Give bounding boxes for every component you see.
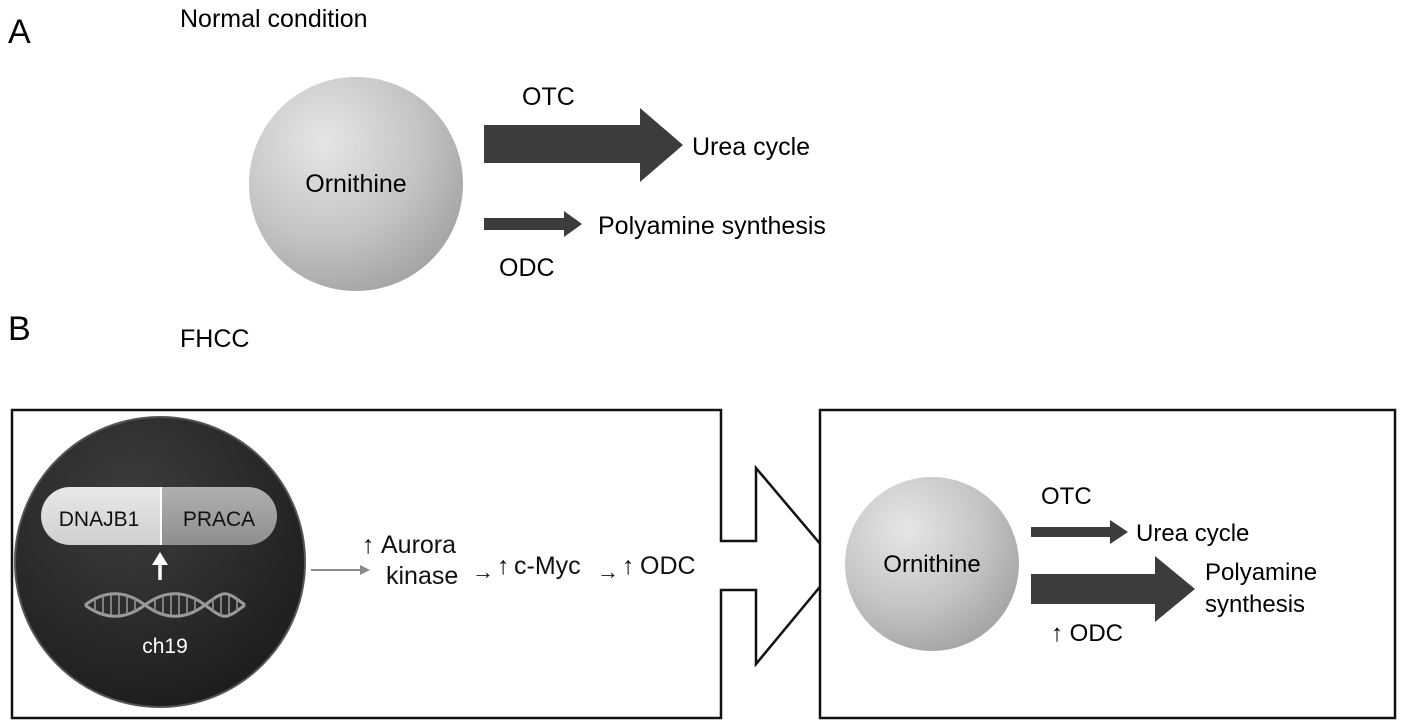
panel-a-heading: Normal condition bbox=[180, 5, 368, 33]
dnajb1-label: DNAJB1 bbox=[59, 508, 140, 531]
step-arrow-2: → bbox=[597, 559, 619, 584]
otc-label-b: OTC bbox=[1041, 483, 1092, 510]
ornithine-label-b: Ornithine bbox=[883, 551, 980, 578]
urea-cycle-label-a: Urea cycle bbox=[692, 133, 810, 161]
polyamine-label-a: Polyamine synthesis bbox=[598, 212, 826, 240]
dnajb1-segment bbox=[41, 487, 161, 545]
praca-segment bbox=[161, 487, 277, 545]
odc-up-arrow: ↑ bbox=[622, 552, 635, 580]
otc-arrow-a bbox=[484, 108, 683, 182]
ch19-label: ch19 bbox=[142, 635, 188, 658]
ornithine-circle-b bbox=[845, 477, 1019, 651]
odc-label-a: ODC bbox=[499, 254, 555, 282]
cmyc-label: c-Myc bbox=[514, 552, 581, 580]
dna-helix-icon bbox=[84, 592, 246, 618]
ornithine-circle-a bbox=[249, 77, 463, 291]
cascade-connector-arrow bbox=[311, 565, 370, 575]
aurora-label-line2: kinase bbox=[386, 562, 458, 590]
urea-cycle-label-b: Urea cycle bbox=[1136, 520, 1249, 547]
odc-label-chain: ODC bbox=[640, 552, 696, 580]
panel-b-letter: B bbox=[8, 310, 31, 348]
cmyc-up-arrow: ↑ bbox=[497, 552, 510, 580]
panel-b: B FHCC DNAJB1 PRACA bbox=[8, 310, 1397, 720]
panel-a: A Normal condition Ornithine OTC Urea cy… bbox=[8, 5, 826, 291]
panel-b-heading: FHCC bbox=[180, 325, 249, 353]
polyamine-label-b-line1: Polyamine bbox=[1205, 559, 1317, 586]
step-arrow-1: → bbox=[472, 559, 494, 584]
odc-label-b: ↑ ODC bbox=[1051, 620, 1123, 647]
odc-arrow-b bbox=[1031, 556, 1195, 622]
aurora-label-line1: Aurora bbox=[381, 531, 456, 559]
aurora-up-arrow: ↑ bbox=[362, 531, 375, 559]
otc-label-a: OTC bbox=[522, 83, 575, 111]
up-arrow-icon bbox=[152, 552, 168, 580]
ornithine-label-a: Ornithine bbox=[305, 170, 406, 198]
otc-arrow-b bbox=[1031, 520, 1128, 544]
praca-label: PRACA bbox=[183, 508, 255, 531]
odc-arrow-a bbox=[484, 211, 582, 237]
signaling-cascade: ↑ Aurora kinase → ↑ c-Myc → ↑ ODC bbox=[362, 531, 696, 590]
panel-a-letter: A bbox=[8, 13, 31, 51]
polyamine-label-b-line2: synthesis bbox=[1205, 591, 1305, 618]
